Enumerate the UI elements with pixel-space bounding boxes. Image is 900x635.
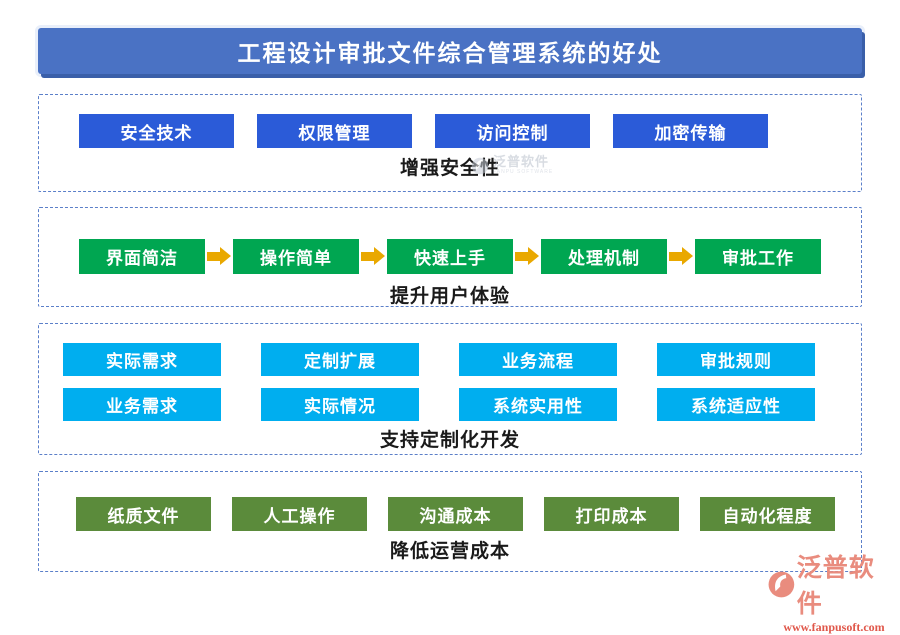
page-title: 工程设计审批文件综合管理系统的好处: [38, 28, 862, 74]
permission-item-button[interactable]: 权限管理: [257, 114, 412, 148]
flow-button-row: 界面简洁 操作简单 快速上手 处理机制 审批工作: [79, 239, 821, 274]
fanpu-logo-icon: [768, 571, 795, 597]
brand-url-link[interactable]: www.fanpusoft.com: [783, 620, 885, 634]
section-customization-label: 支持定制化开发: [379, 430, 520, 451]
arrow-right-icon: [359, 239, 387, 274]
system-practicality-item-button[interactable]: 系统实用性: [459, 388, 617, 421]
arrow-right-icon: [513, 239, 541, 274]
infographic-page: { "title": "工程设计审批文件综合管理系统的好处", "section…: [38, 28, 885, 634]
custom-extend-item-button[interactable]: 定制扩展: [261, 343, 419, 376]
encryption-item-button[interactable]: 加密传输: [613, 114, 768, 148]
business-need-item-button[interactable]: 业务需求: [63, 388, 221, 421]
security-item-button[interactable]: 安全技术: [79, 114, 234, 148]
easy-operate-item-button[interactable]: 操作简单: [233, 239, 359, 274]
actual-need-item-button[interactable]: 实际需求: [63, 343, 221, 376]
ui-simple-item-button[interactable]: 界面简洁: [79, 239, 205, 274]
section-customization: 实际需求 定制扩展 业务流程 审批规则 业务需求 实际情况 系统实用性 系统适应…: [38, 323, 862, 455]
access-control-item-button[interactable]: 访问控制: [435, 114, 590, 148]
section-cost-reduction-label: 降低运营成本: [389, 541, 510, 562]
communication-cost-item-button[interactable]: 沟通成本: [388, 497, 523, 531]
approval-work-item-button[interactable]: 审批工作: [695, 239, 821, 274]
security-button-row: 安全技术 权限管理 访问控制 加密传输: [79, 114, 768, 148]
section-user-experience: 界面简洁 操作简单 快速上手 处理机制 审批工作 提升用户体验: [38, 207, 862, 307]
system-adaptability-item-button[interactable]: 系统适应性: [657, 388, 815, 421]
paper-file-item-button[interactable]: 纸质文件: [76, 497, 211, 531]
quick-start-item-button[interactable]: 快速上手: [387, 239, 513, 274]
section-cost-reduction: 纸质文件 人工操作 沟通成本 打印成本 自动化程度 降低运营成本: [38, 471, 862, 572]
actual-situation-item-button[interactable]: 实际情况: [261, 388, 419, 421]
arrow-right-icon: [205, 239, 233, 274]
brand-name: 泛普软件: [796, 555, 875, 618]
brand-logo-top: 泛普软件: [768, 548, 900, 620]
arrow-right-icon: [667, 239, 695, 274]
approval-rule-item-button[interactable]: 审批规则: [657, 343, 815, 376]
cost-button-row: 纸质文件 人工操作 沟通成本 打印成本 自动化程度: [76, 497, 835, 531]
process-mechanism-item-button[interactable]: 处理机制: [541, 239, 667, 274]
manual-operation-item-button[interactable]: 人工操作: [232, 497, 367, 531]
automation-level-item-button[interactable]: 自动化程度: [700, 497, 835, 531]
section-security-label: 增强安全性: [399, 158, 500, 179]
customization-button-row-2: 业务需求 实际情况 系统实用性 系统适应性: [63, 388, 815, 421]
customization-button-row-1: 实际需求 定制扩展 业务流程 审批规则: [63, 343, 815, 376]
section-security: 安全技术 权限管理 访问控制 加密传输 增强安全性 泛普软件 FANPU SOF…: [38, 94, 862, 192]
brand-logo[interactable]: 泛普软件 www.fanpusoft.com: [768, 548, 900, 635]
business-process-item-button[interactable]: 业务流程: [459, 343, 617, 376]
print-cost-item-button[interactable]: 打印成本: [544, 497, 679, 531]
section-user-experience-label: 提升用户体验: [389, 286, 510, 307]
